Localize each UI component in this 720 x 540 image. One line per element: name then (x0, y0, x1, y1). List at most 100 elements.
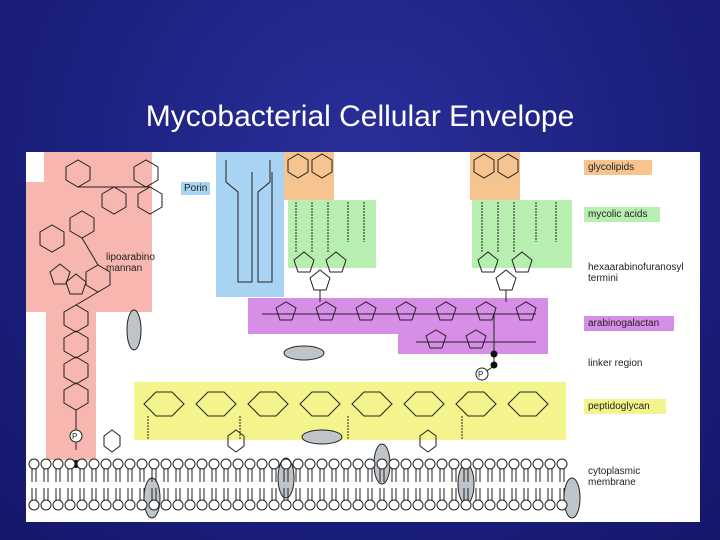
linker-dot (490, 361, 498, 369)
lipid-tail (67, 488, 73, 500)
galactan-pentagon (465, 329, 487, 349)
lipid-head (304, 499, 316, 511)
lipid-head (520, 499, 532, 511)
lam-hexagon (63, 304, 89, 333)
lipid-tail (439, 488, 445, 500)
lam-chain (75, 186, 150, 450)
lipid-head (52, 458, 64, 470)
galactan-pentagon (425, 329, 447, 349)
galactan-pentagon (395, 301, 417, 321)
lipid-head (292, 458, 304, 470)
lipid-head (388, 499, 400, 511)
glycolipid-hexagon (287, 153, 309, 179)
lipid-head (436, 499, 448, 511)
lam-hexagon (63, 330, 89, 359)
membrane-protein (563, 477, 581, 519)
lipid-head (208, 499, 220, 511)
lipid-tail (499, 488, 505, 500)
lipid-tail (55, 469, 61, 482)
porin-right-strand (257, 160, 273, 283)
lipid-tail (175, 488, 181, 500)
lipid-tail (427, 488, 433, 500)
linker-dot (490, 350, 498, 358)
lipid-head (436, 458, 448, 470)
lipid-tail (547, 469, 553, 482)
phosphate-label: P (72, 432, 77, 441)
lipid-head (448, 458, 460, 470)
lipid-tail (463, 488, 469, 500)
lipid-head (124, 458, 136, 470)
arabinose-link (319, 290, 507, 302)
porin-region (216, 152, 284, 297)
lipid-tail (283, 488, 289, 500)
lipid-tail (223, 488, 229, 500)
lipid-head (412, 458, 424, 470)
lipid-head (100, 499, 112, 511)
lipid-head (28, 499, 40, 511)
lipid-tail (511, 469, 517, 482)
membrane-bilayer (28, 458, 568, 511)
lipid-tail (91, 488, 97, 500)
lipid-head (232, 499, 244, 511)
mycolic-region-right (472, 200, 572, 268)
mycolic-region-left (288, 200, 376, 268)
lipid-head (472, 458, 484, 470)
lipid-head (556, 499, 568, 511)
arabinose-pentagon (495, 269, 517, 291)
lam-hexagon (69, 210, 95, 239)
lipid-tail (163, 469, 169, 482)
galactan-pentagon (435, 301, 457, 321)
lipid-tail (391, 469, 397, 482)
peptidoglycan-hexagon (455, 391, 497, 417)
lipid-tail (223, 469, 229, 482)
peptidoglycan-hexagon (247, 391, 289, 417)
lipid-tail (307, 488, 313, 500)
lipid-head (520, 458, 532, 470)
lipid-tail (103, 488, 109, 500)
protein-ellipse (126, 309, 142, 351)
lipid-tail (235, 488, 241, 500)
lipid-tail (43, 488, 49, 500)
lipid-tail (247, 488, 253, 500)
lipid-head (460, 499, 472, 511)
lipid-head (220, 458, 232, 470)
phosphate-circle (475, 367, 489, 381)
lipid-tail (199, 488, 205, 500)
lipid-head (64, 458, 76, 470)
lipid-head (184, 458, 196, 470)
lipid-tail (43, 469, 49, 482)
lipid-tail (247, 469, 253, 482)
lipid-tail (331, 488, 337, 500)
lipid-head (532, 499, 544, 511)
lipid-head (496, 458, 508, 470)
lipid-tail (259, 488, 265, 500)
peptidoglycan-hexagon (351, 391, 393, 417)
arabinogalactan-region (248, 298, 548, 334)
lipid-tail (295, 488, 301, 500)
lipid-tail (415, 469, 421, 482)
lipid-tail (475, 469, 481, 482)
lipid-head (268, 499, 280, 511)
lipid-head (352, 458, 364, 470)
phosphate-label: P (478, 370, 483, 379)
lipid-tail (127, 469, 133, 482)
lipid-tail (535, 488, 541, 500)
lipid-tail (103, 469, 109, 482)
lipid-tail (31, 488, 37, 500)
lipid-tail (211, 488, 217, 500)
lipid-tail (163, 488, 169, 500)
lipid-tail (343, 469, 349, 482)
lipid-head (328, 499, 340, 511)
lipid-tail (175, 469, 181, 482)
lipid-head (556, 458, 568, 470)
lipid-tail (367, 469, 373, 482)
lipid-tail (115, 488, 121, 500)
lipid-head (400, 499, 412, 511)
lipid-tail (355, 488, 361, 500)
anchor-hexagon (419, 429, 437, 453)
lipid-head (196, 458, 208, 470)
lipid-head (316, 499, 328, 511)
lipid-head (28, 458, 40, 470)
peptidoglycan-legend: peptidoglycan (584, 399, 666, 414)
lipid-head (172, 499, 184, 511)
